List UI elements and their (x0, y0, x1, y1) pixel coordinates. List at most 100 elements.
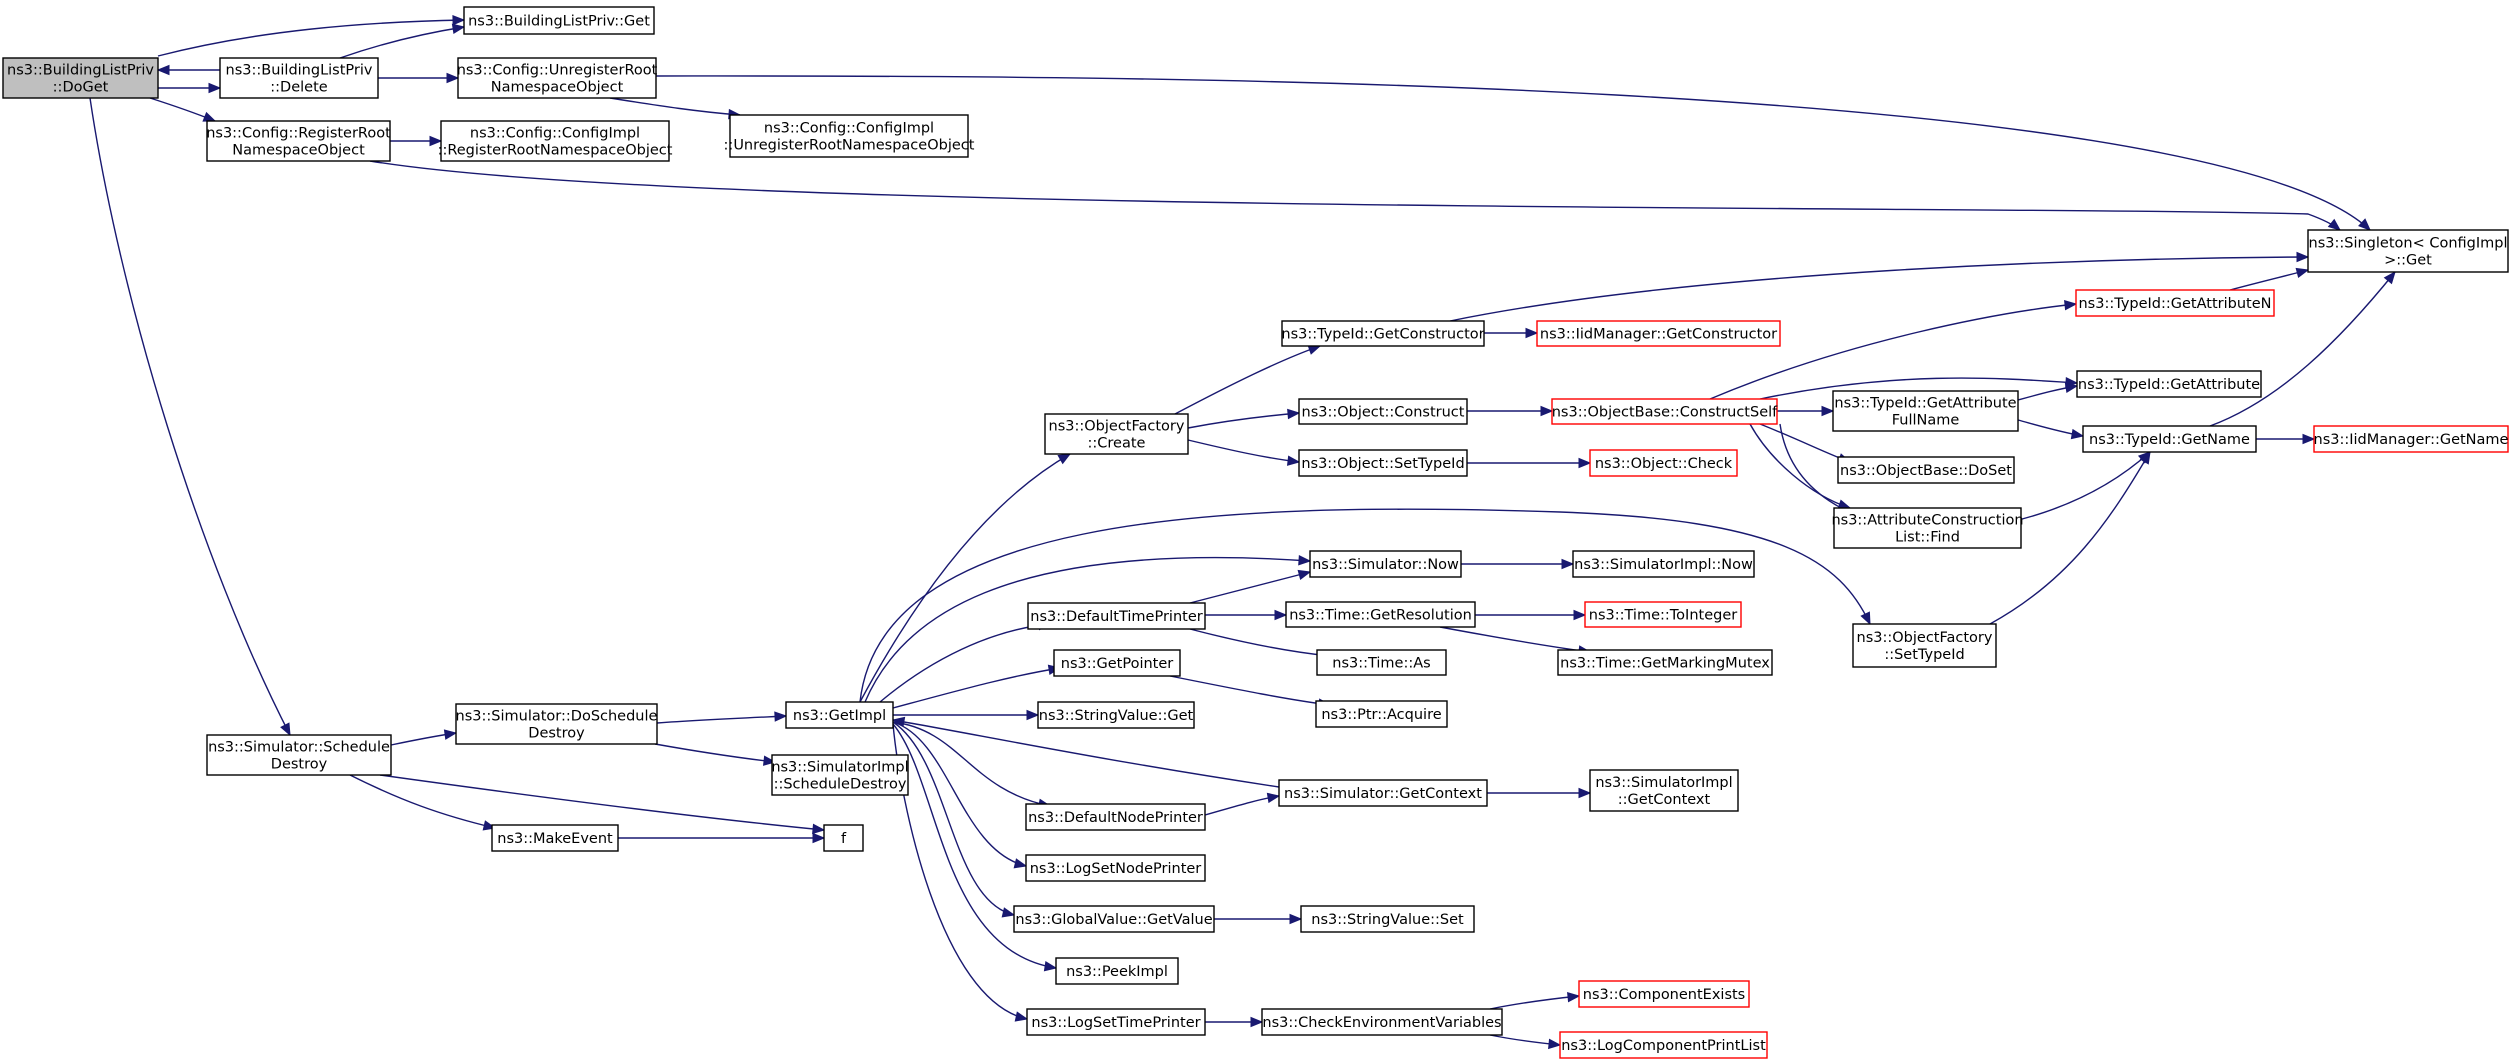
node-label: ns3::Simulator::Now (1312, 557, 1459, 573)
node-label: ns3::LogSetTimePrinter (1031, 1015, 1200, 1031)
node-sim-getcontext[interactable]: ns3::Simulator::GetContext (1278, 779, 1488, 807)
node-label: ns3::ObjectFactory (1049, 419, 1185, 435)
arrowhead (280, 722, 291, 737)
node-objectbase-constructself[interactable]: ns3::ObjectBase::ConstructSelf (1551, 398, 1778, 425)
node-object-settypeid[interactable]: ns3::Object::SetTypeId (1298, 449, 1468, 477)
node-label: ns3::Simulator::Schedule (208, 740, 390, 756)
node-priv-delete[interactable]: ns3::BuildingListPriv::Delete (219, 57, 379, 99)
edge-object_construct-to-objectbase_constructself (1467, 405, 1554, 417)
edge-objfactory_create-to-object_settypeid (1187, 439, 1301, 466)
edge-getimpl-to-objfactory_create (859, 453, 1072, 703)
node-typeid-getname[interactable]: ns3::TypeId::GetName (2082, 425, 2257, 453)
node-defaultnodeprinter[interactable]: ns3::DefaultNodePrinter (1025, 803, 1206, 831)
node-logsettimeprinter[interactable]: ns3::LogSetTimePrinter (1026, 1008, 1206, 1036)
node-box (1261, 1008, 1503, 1036)
node-box (219, 57, 379, 99)
arrowhead (1525, 327, 1539, 339)
edge-line (1439, 626, 1591, 653)
node-time-getresolution[interactable]: ns3::Time::GetResolution (1285, 601, 1476, 628)
node-label: Destroy (271, 757, 328, 773)
node-typeid-getconstructor[interactable]: ns3::TypeId::GetConstructor (1281, 320, 1485, 347)
node-objfactory-create[interactable]: ns3::ObjectFactory::Create (1044, 413, 1189, 455)
node-simimpl-now[interactable]: ns3::SimulatorImpl::Now (1572, 550, 1755, 578)
node-getpointer[interactable]: ns3::GetPointer (1053, 649, 1181, 677)
node-unregister[interactable]: ns3::Config::UnregisterRootNamespaceObje… (457, 57, 658, 99)
node-objfactory-settypeid[interactable]: ns3::ObjectFactory::SetTypeId (1852, 623, 1997, 668)
node-label: ::RegisterRootNamespaceObject (438, 143, 673, 159)
node-box (1584, 601, 1742, 628)
node-getimpl[interactable]: ns3::GetImpl (785, 701, 894, 729)
arrowhead (2295, 267, 2310, 278)
node-doget[interactable]: ns3::BuildingListPriv::DoGet (2, 57, 159, 99)
edge-line (1449, 256, 2309, 322)
node-globalvalue-getvalue[interactable]: ns3::GlobalValue::GetValue (1013, 905, 1215, 933)
node-f[interactable]: f (823, 824, 864, 852)
node-register[interactable]: ns3::Config::RegisterRootNamespaceObject (206, 120, 391, 162)
node-box (1285, 601, 1476, 628)
node-makeevent[interactable]: ns3::MakeEvent (491, 824, 619, 852)
node-iid-getconstructor[interactable]: ns3::IidManager::GetConstructor (1536, 320, 1781, 347)
node-time-getmarkingmutex[interactable]: ns3::Time::GetMarkingMutex (1557, 649, 1773, 676)
node-object-check[interactable]: ns3::Object::Check (1589, 449, 1738, 477)
edge-line (892, 721, 1027, 867)
node-typeid-getattribute[interactable]: ns3::TypeId::GetAttribute (2076, 370, 2262, 398)
edge-line (2229, 269, 2309, 291)
edge-priv_delete-to-priv_get (339, 23, 466, 59)
edge-line (892, 723, 1028, 1020)
node-stringvalue-set[interactable]: ns3::StringValue::Set (1300, 905, 1475, 933)
node-componentexists[interactable]: ns3::ComponentExists (1578, 980, 1750, 1008)
node-box (1281, 320, 1485, 347)
node-defaulttimeprinter[interactable]: ns3::DefaultTimePrinter (1027, 602, 1206, 630)
node-logcomponentprintlist[interactable]: ns3::LogComponentPrintList (1559, 1031, 1768, 1059)
edge-line (369, 160, 2341, 231)
node-label: NamespaceObject (232, 143, 365, 159)
node-peekimpl[interactable]: ns3::PeekImpl (1055, 957, 1179, 985)
node-label: ::Delete (270, 80, 327, 96)
node-box (771, 754, 909, 796)
edge-line (2209, 271, 2396, 427)
node-impl-register[interactable]: ns3::Config::ConfigImpl::RegisterRootNam… (438, 120, 673, 162)
node-sim-scheduledestroy[interactable]: ns3::Simulator::ScheduleDestroy (206, 734, 392, 776)
arrowhead (1578, 457, 1592, 469)
edge-line (1489, 995, 1580, 1010)
node-singleton-get[interactable]: ns3::Singleton< ConfigImpl >::Get (2307, 229, 2509, 273)
edge-priv_delete-to-unregister (378, 72, 460, 84)
node-simimpl-scheduledestroy[interactable]: ns3::SimulatorImpl::ScheduleDestroy (771, 754, 909, 796)
node-box (1013, 905, 1215, 933)
node-label: ns3::GlobalValue::GetValue (1015, 912, 1212, 928)
node-stringvalue-get[interactable]: ns3::StringValue::Get (1037, 701, 1195, 729)
node-iid-getname[interactable]: ns3::IidManager::GetName (2313, 425, 2509, 453)
node-label: ns3::Config::RegisterRoot (206, 126, 391, 142)
node-priv-get[interactable]: ns3::BuildingListPriv::Get (463, 6, 655, 35)
arrowhead (812, 832, 826, 844)
node-checkenvvars[interactable]: ns3::CheckEnvironmentVariables (1261, 1008, 1503, 1036)
node-simulator-now[interactable]: ns3::Simulator::Now (1309, 550, 1462, 578)
arrowhead (1014, 1011, 1029, 1022)
node-ptr-acquire[interactable]: ns3::Ptr::Acquire (1315, 700, 1448, 728)
node-typeid-getattributen[interactable]: ns3::TypeId::GetAttributeN (2075, 289, 2275, 317)
edge-line (859, 508, 1871, 703)
node-object-construct[interactable]: ns3::Object::Construct (1298, 398, 1468, 425)
node-impl-unregister[interactable]: ns3::Config::ConfigImpl::UnregisterRootN… (724, 114, 975, 158)
node-label: ::ScheduleDestroy (774, 777, 907, 793)
edge-simulator_now-to-simimpl_now (1461, 558, 1575, 570)
edge-objectbase_constructself-to-typeid_getattrfullname (1777, 405, 1835, 417)
node-label: FullName (1892, 413, 1960, 429)
edge-getimpl-to-logsetnodeprinter (892, 721, 1028, 869)
node-logsetnodeprinter[interactable]: ns3::LogSetNodePrinter (1025, 854, 1206, 882)
node-simimpl-getcontext[interactable]: ns3::SimulatorImpl::GetContext (1589, 769, 1739, 812)
node-time-tointeger[interactable]: ns3::Time::ToInteger (1584, 601, 1742, 628)
node-box (1278, 779, 1488, 807)
arrowhead (1561, 558, 1575, 570)
node-time-as[interactable]: ns3::Time::As (1316, 649, 1447, 676)
node-label: ns3::IidManager::GetName (2314, 432, 2509, 448)
edge-line (1749, 423, 1851, 509)
node-box (729, 114, 969, 158)
edge-defaulttimeprinter-to-simulator_now (1189, 569, 1312, 604)
node-box (1037, 701, 1195, 729)
node-objectbase-doset[interactable]: ns3::ObjectBase::DoSet (1837, 456, 2015, 484)
edge-objfactory_create-to-object_construct (1187, 408, 1301, 429)
